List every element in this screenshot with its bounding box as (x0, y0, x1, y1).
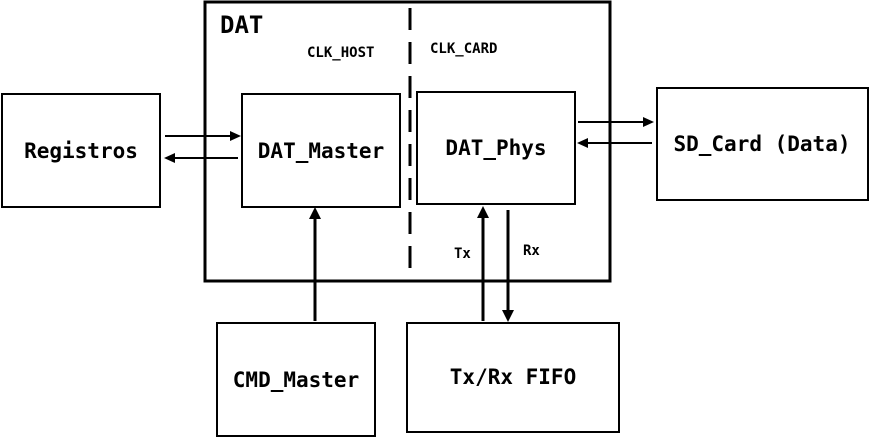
arrow-dat-master-to-registros (164, 153, 238, 163)
arrow-rx-dat-phys-to-fifo (502, 210, 514, 322)
arrow-cmd-master-to-dat-master (309, 207, 321, 321)
fifo-label: Tx/Rx FIFO (450, 365, 576, 389)
clk-card-label: CLK_CARD (430, 41, 497, 57)
fifo-block (406, 322, 620, 433)
arrow-sd-card-to-dat-phys (577, 138, 652, 148)
dat-master-block (241, 93, 401, 208)
sd-card-block (656, 87, 869, 201)
dat-container (203, 0, 612, 283)
dat-master-label: DAT_Master (258, 139, 384, 163)
arrow-dat-phys-to-sd-card (578, 117, 654, 127)
cmd-master-block (216, 322, 376, 437)
rx-signal-label: Rx (523, 243, 540, 259)
sd-card-label: SD_Card (Data) (673, 132, 850, 156)
arrow-tx-fifo-to-dat-phys (477, 206, 489, 321)
registros-block (1, 93, 161, 208)
tx-signal-label: Tx (454, 246, 471, 262)
clk-host-label: CLK_HOST (307, 45, 374, 61)
dat-phys-label: DAT_Phys (445, 136, 546, 160)
registros-label: Registros (24, 139, 138, 163)
arrow-registros-to-dat-master (165, 131, 241, 141)
dat-phys-block (416, 91, 576, 205)
dat-container-title: DAT (220, 11, 263, 39)
cmd-master-label: CMD_Master (233, 368, 359, 392)
